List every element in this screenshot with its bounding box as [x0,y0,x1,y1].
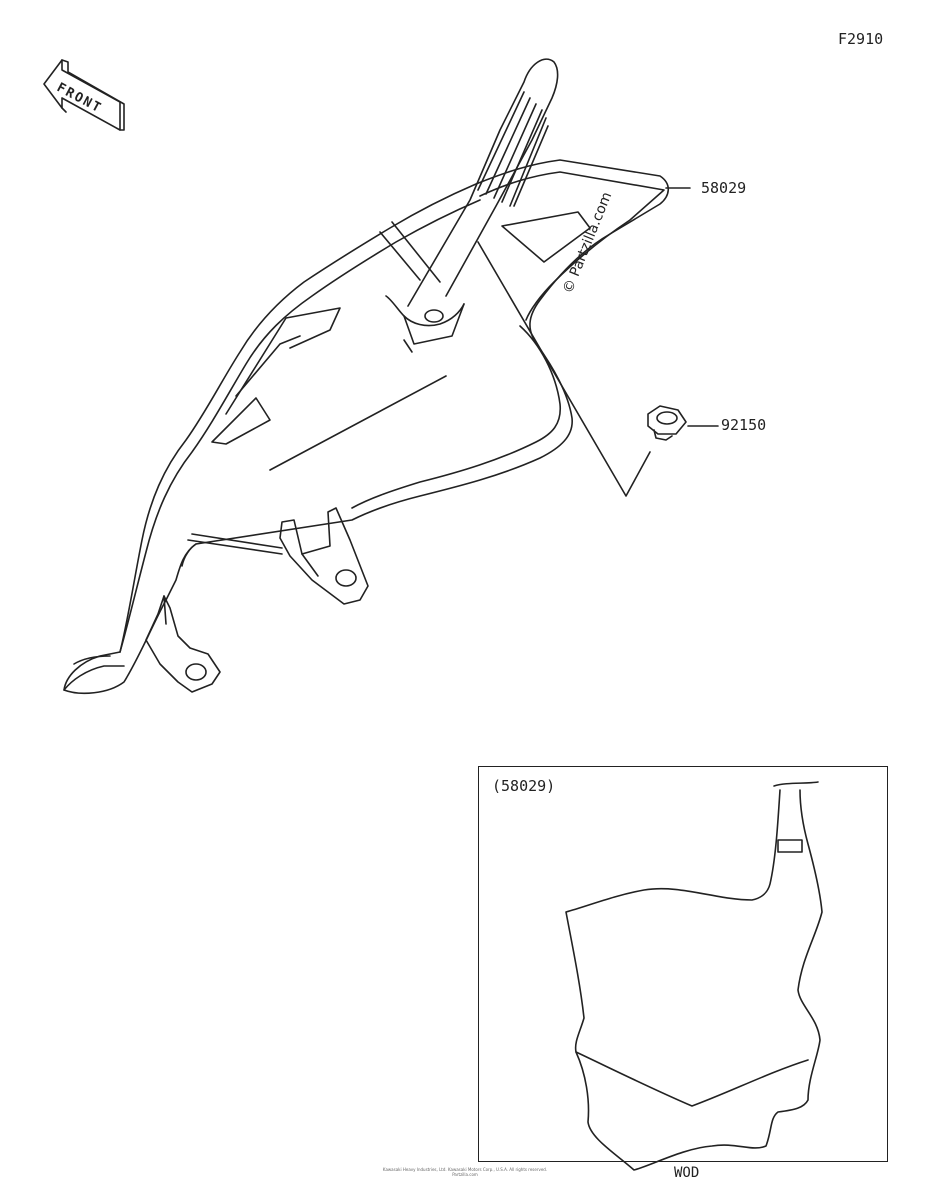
variant-code: WOD [674,1165,700,1181]
front-arrow-icon [43,59,125,131]
copyright-notice: Kawasaki Heavy Industries, Ltd. Kawasaki… [382,1167,548,1177]
plate-strap [407,58,559,307]
callout-58029[interactable]: 58029 [701,179,747,197]
leader-lines [477,187,719,497]
number-plate [63,159,670,695]
inset-flat-plate [565,781,823,1171]
inset-frame [478,766,888,1162]
bolt-icon [647,405,687,441]
inset-label: (58029) [492,777,556,795]
callout-92150[interactable]: 92150 [721,416,767,434]
figure-code: F2910 [838,30,884,48]
